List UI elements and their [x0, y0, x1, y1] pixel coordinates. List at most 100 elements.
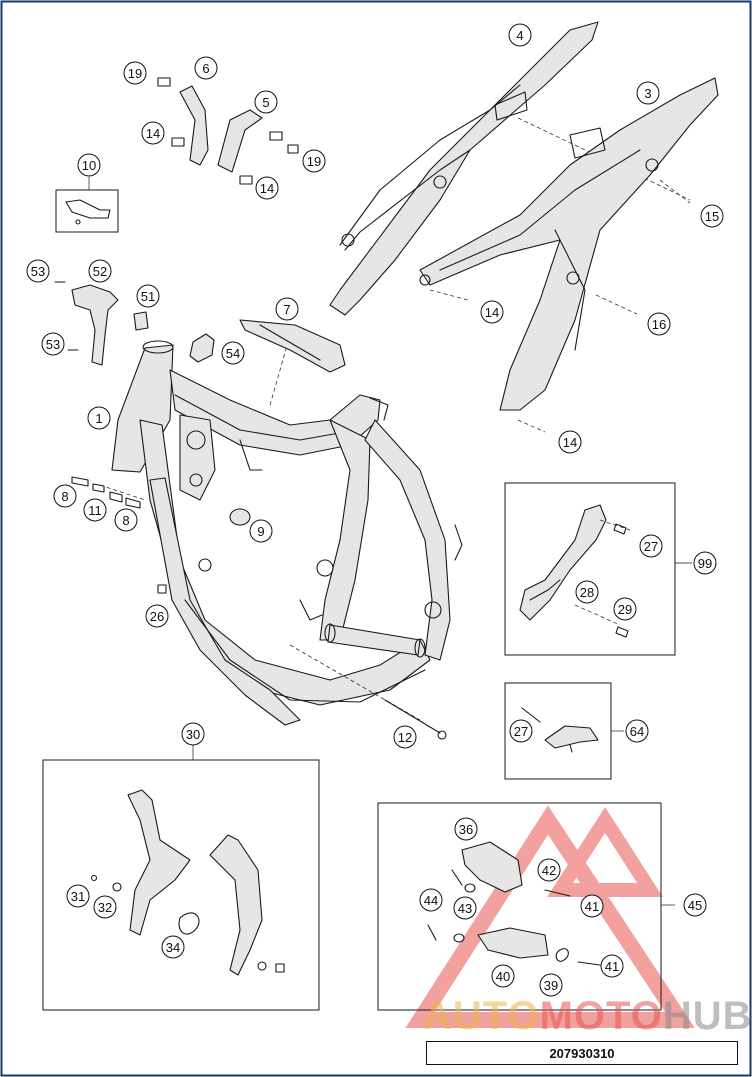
- callout-11: 11: [83, 498, 107, 522]
- chain-guide-illustration: [519, 504, 631, 638]
- group-box-45: [377, 802, 662, 1011]
- svg-text:5: 5: [262, 95, 269, 110]
- callout-15: 15: [700, 204, 724, 228]
- callout-1: 1: [87, 406, 111, 430]
- callout-40: 40: [491, 964, 515, 988]
- watermark-moto: MOTO: [539, 994, 663, 1038]
- svg-text:1: 1: [95, 411, 102, 426]
- callout-29: 29: [613, 597, 637, 621]
- group-box-30: [42, 759, 320, 1011]
- svg-text:39: 39: [544, 978, 558, 993]
- svg-text:41: 41: [605, 959, 619, 974]
- callout-19b: 19: [302, 149, 326, 173]
- svg-text:14: 14: [146, 126, 160, 141]
- svg-text:29: 29: [618, 602, 632, 617]
- callout-14b: 14: [255, 176, 279, 200]
- part-7-plate-illustration: [239, 319, 346, 373]
- callout-8a: 8: [53, 484, 77, 508]
- callout-9: 9: [249, 519, 273, 543]
- svg-text:44: 44: [424, 893, 438, 908]
- svg-text:16: 16: [652, 317, 666, 332]
- frame-protector-illustration: [90, 789, 285, 976]
- watermark-auto: AUTO: [423, 994, 540, 1038]
- callout-51: 51: [136, 284, 160, 308]
- svg-text:10: 10: [82, 158, 96, 173]
- main-frame-illustration: [99, 334, 463, 726]
- callout-27b: 27: [509, 719, 533, 743]
- callout-43: 43: [453, 896, 477, 920]
- callout-54: 54: [221, 341, 245, 365]
- callout-30: 30: [181, 722, 205, 746]
- svg-text:11: 11: [88, 503, 102, 518]
- callout-16: 16: [647, 312, 671, 336]
- callout-52: 52: [88, 259, 112, 283]
- bolts-8-11-illustration: [71, 476, 167, 594]
- svg-text:99: 99: [698, 556, 712, 571]
- callout-4: 4: [508, 23, 532, 47]
- svg-text:8: 8: [122, 513, 129, 528]
- svg-text:14: 14: [260, 181, 274, 196]
- callout-41b: 41: [600, 954, 624, 978]
- part-10-illustration: [65, 199, 111, 225]
- svg-text:32: 32: [98, 900, 112, 915]
- callout-27a: 27: [639, 534, 663, 558]
- svg-text:27: 27: [644, 539, 658, 554]
- callout-45: 45: [683, 893, 707, 917]
- callout-42: 42: [537, 858, 561, 882]
- callout-34: 34: [161, 935, 185, 959]
- callout-12: 12: [393, 725, 417, 749]
- callout-53b: 53: [41, 332, 65, 356]
- callout-10: 10: [77, 153, 101, 177]
- svg-text:14: 14: [563, 435, 577, 450]
- svg-text:19: 19: [307, 154, 321, 169]
- callout-8b: 8: [114, 508, 138, 532]
- callout-28: 28: [575, 580, 599, 604]
- callout-14d: 14: [558, 430, 582, 454]
- brackets-5-6-illustration: [157, 77, 299, 185]
- chain-slider-illustration: [521, 707, 599, 753]
- svg-text:27: 27: [514, 724, 528, 739]
- svg-text:9: 9: [257, 524, 264, 539]
- watermark-hub: HUB: [662, 994, 752, 1038]
- svg-text:45: 45: [688, 898, 702, 913]
- watermark-logo: [405, 805, 695, 1028]
- group-box-99: [504, 482, 676, 656]
- svg-text:8: 8: [61, 489, 68, 504]
- callout-36: 36: [454, 817, 478, 841]
- callout-7: 7: [275, 297, 299, 321]
- svg-text:14: 14: [485, 305, 499, 320]
- footrest-illustration: [427, 841, 601, 966]
- svg-text:6: 6: [202, 61, 209, 76]
- svg-text:54: 54: [226, 346, 240, 361]
- callout-26: 26: [145, 604, 169, 628]
- svg-text:36: 36: [459, 822, 473, 837]
- svg-text:53: 53: [46, 337, 60, 352]
- callout-99: 99: [693, 551, 717, 575]
- callout-53a: 53: [26, 259, 50, 283]
- callout-3: 3: [636, 81, 660, 105]
- svg-text:15: 15: [705, 209, 719, 224]
- svg-text:3: 3: [644, 86, 651, 101]
- svg-text:12: 12: [398, 730, 412, 745]
- callout-31: 31: [66, 884, 90, 908]
- callout-19a: 19: [123, 61, 147, 85]
- callout-64: 64: [625, 719, 649, 743]
- svg-text:19: 19: [128, 66, 142, 81]
- callout-32: 32: [93, 895, 117, 919]
- group-box-10: [55, 189, 119, 233]
- subframe-left-illustration: [329, 21, 691, 316]
- svg-text:64: 64: [630, 724, 644, 739]
- watermark-text: AUTOMOTOHUB: [423, 994, 752, 1039]
- svg-text:7: 7: [283, 302, 290, 317]
- callout-6: 6: [194, 56, 218, 80]
- callout-14a: 14: [141, 121, 165, 145]
- svg-text:42: 42: [542, 863, 556, 878]
- callout-44: 44: [419, 888, 443, 912]
- part-54-clamp-illustration: [189, 333, 215, 363]
- callout-5: 5: [254, 90, 278, 114]
- svg-text:51: 51: [141, 289, 155, 304]
- svg-text:43: 43: [458, 901, 472, 916]
- reference-number-box: 207930310: [426, 1041, 738, 1065]
